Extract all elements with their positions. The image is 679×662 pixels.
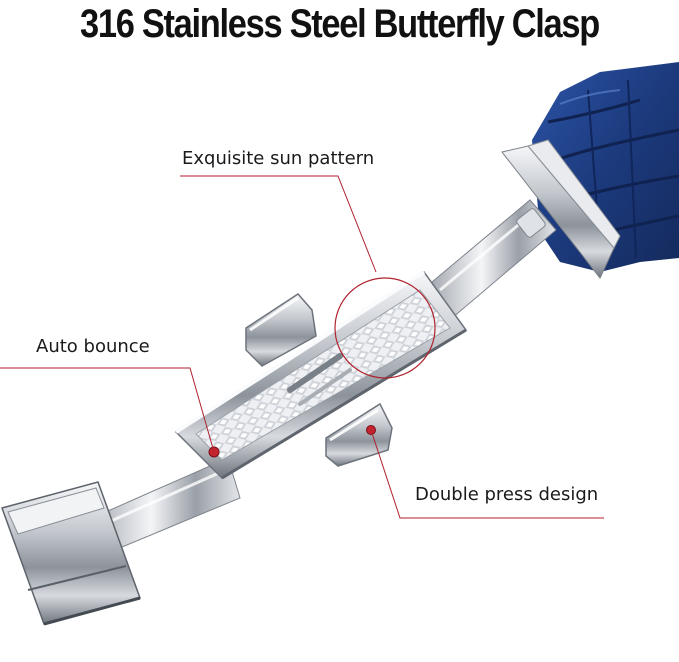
callout-double-press-pointer xyxy=(370,429,604,519)
callout-sun-pattern-pointer xyxy=(180,175,436,379)
clasp-body xyxy=(174,270,468,480)
page-title: 316 Stainless Steel Butterfly Clasp xyxy=(80,2,600,46)
callout-double-press: Double press design xyxy=(415,484,599,505)
callout-auto-bounce-pointer xyxy=(0,367,215,453)
lower-press-tab xyxy=(325,402,393,467)
buckle-end xyxy=(1,481,141,626)
callout-auto-bounce: Auto bounce xyxy=(36,336,150,357)
strap-end-plate xyxy=(501,139,621,279)
right-hinge-arm xyxy=(431,199,557,319)
callout-sun-pattern: Exquisite sun pattern xyxy=(182,148,375,169)
upper-press-tab xyxy=(245,293,317,367)
